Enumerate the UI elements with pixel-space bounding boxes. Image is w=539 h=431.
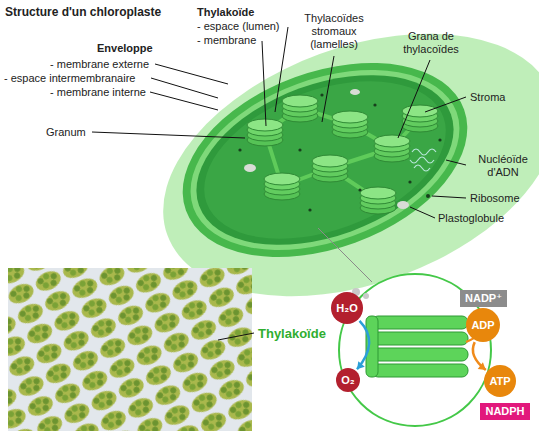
part-label: - espace (lumen) bbox=[197, 20, 280, 33]
molecule-circle: ADP bbox=[466, 308, 500, 342]
part-label: - membrane bbox=[197, 34, 256, 47]
molecule-circle: H₂O bbox=[331, 292, 363, 324]
node-text: O₂ bbox=[341, 374, 354, 387]
part-heading: Thylakoïde bbox=[197, 6, 254, 19]
part-label: - membrane externe bbox=[50, 58, 149, 71]
node-text: NADPH bbox=[485, 405, 524, 418]
part-label: - espace intermembranaire bbox=[4, 72, 135, 85]
part-label: - membrane interne bbox=[50, 86, 146, 99]
part-label: Thylacoïdes stromaux (lamelles) bbox=[294, 12, 374, 51]
reaction-arrow bbox=[357, 321, 369, 369]
part-label: Stroma bbox=[470, 91, 505, 104]
cofactor-box: NADPH bbox=[480, 403, 530, 420]
photo-label: Thylakoïde bbox=[258, 326, 326, 341]
node-text: H₂O bbox=[336, 302, 357, 315]
part-label: Grana de thylacoïdes bbox=[392, 30, 470, 56]
molecule-circle: ATP bbox=[484, 365, 516, 397]
cofactor-box: NADP⁺ bbox=[460, 290, 507, 307]
reaction-arrow bbox=[473, 342, 486, 370]
part-label: Plastoglobule bbox=[438, 212, 504, 225]
part-heading: Enveloppe bbox=[97, 42, 153, 55]
node-text: NADP⁺ bbox=[465, 292, 502, 305]
part-label: Nucléoïde d'ADN bbox=[470, 153, 536, 179]
node-text: ATP bbox=[489, 375, 510, 388]
part-label: Granum bbox=[46, 126, 86, 139]
node-text: ADP bbox=[471, 319, 494, 332]
diagram-title: Structure d'un chloroplaste bbox=[5, 6, 161, 19]
molecule-circle: O₂ bbox=[336, 368, 360, 392]
part-label: Ribosome bbox=[470, 192, 520, 205]
